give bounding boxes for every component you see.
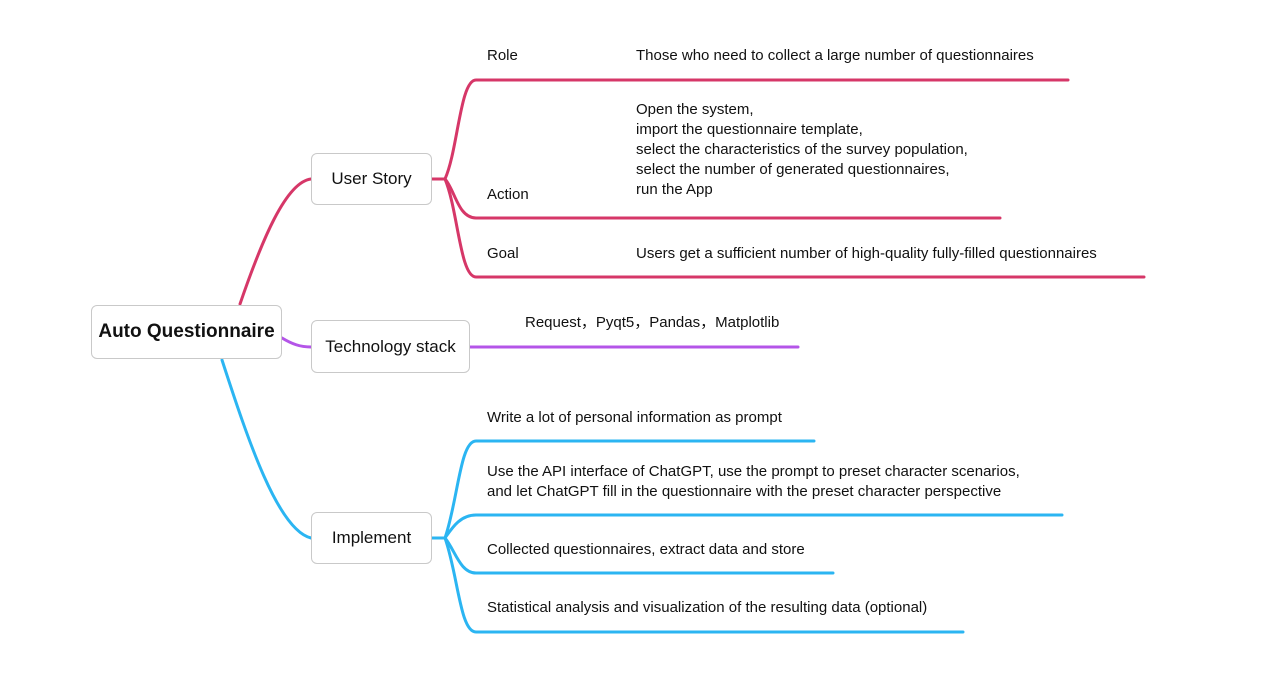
implement-item-1: Write a lot of personal information as p… [487,409,782,426]
implement-item-2: Use the API interface of ChatGPT, use th… [487,462,1020,502]
edge-implement-item-2 [443,513,1064,540]
edge-root-technology-stack [280,336,313,349]
goal-text: Users get a sufficient number of high-qu… [636,245,1097,262]
technology-stack-label: Technology stack [325,336,456,356]
implement-item-3: Collected questionnaires, extract data a… [487,541,805,558]
role-text: Those who need to collect a large number… [636,47,1034,64]
action-line: run the App [636,181,713,198]
branch-implement[interactable]: Implement [311,512,432,564]
action-text: Open the system, import the questionnair… [636,100,968,200]
edge-user-story-goal [443,177,1146,279]
action-line: import the questionnaire template, [636,121,863,138]
action-line: select the characteristics of the survey… [636,141,968,158]
edge-implement-item-1 [443,439,816,540]
edge-implement-item-3 [443,536,835,575]
edge-root-user-story [238,177,313,306]
action-line: Open the system, [636,101,754,118]
edge-root-implement [220,358,313,540]
root-label: Auto Questionnaire [98,321,275,342]
goal-key: Goal [487,245,519,262]
implement-item-4: Statistical analysis and visualization o… [487,599,928,616]
branch-technology-stack[interactable]: Technology stack [311,320,470,373]
implement-item-2-line: and let ChatGPT fill in the questionnair… [487,483,1002,500]
technology-stack-text: Request，Pyqt5，Pandas，Matplotlib [525,314,780,331]
edge-implement-item-4 [443,536,965,634]
role-key: Role [487,47,518,64]
implement-item-2-line: Use the API interface of ChatGPT, use th… [487,463,1020,480]
user-story-label: User Story [331,169,412,188]
action-line: select the number of generated questionn… [636,161,950,178]
action-key: Action [487,186,529,203]
branch-user-story[interactable]: User Story [311,153,432,205]
edge-user-story-role [443,78,1070,181]
root-node[interactable]: Auto Questionnaire [91,305,282,359]
implement-label: Implement [331,528,412,547]
